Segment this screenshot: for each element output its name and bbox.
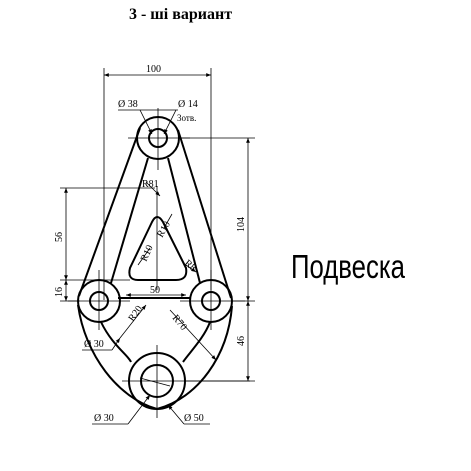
dimension-lines — [60, 68, 255, 425]
triangle-cutout — [128, 216, 188, 281]
dim-46: 46 — [236, 336, 247, 346]
dim-16: 16 — [54, 287, 65, 297]
dim-r70: R70 — [170, 313, 189, 333]
inner-lower-arc — [100, 321, 132, 363]
inner-right-arm — [167, 157, 201, 284]
dim-dia-38: Ø 38 — [118, 99, 138, 110]
dim-r20: R20 — [126, 304, 145, 324]
inner-left-arm — [110, 157, 149, 284]
centerlines — [68, 108, 250, 418]
sheet-title: 3 - ші вариант — [128, 6, 233, 23]
dim-104: 104 — [236, 217, 247, 232]
outer-lower-right-arc — [156, 305, 233, 410]
dim-dia-14: Ø 14 — [178, 99, 198, 110]
dim-100: 100 — [146, 64, 161, 75]
dim-dia-30-bottom: Ø 30 — [94, 413, 114, 424]
dim-50: 50 — [150, 285, 160, 296]
dim-dia-50: Ø 50 — [184, 413, 204, 424]
dim-r81: R81 — [142, 179, 159, 190]
part-name-label: Подвеска — [291, 248, 405, 285]
outer-right-arm — [177, 129, 232, 299]
dim-56: 56 — [54, 232, 65, 242]
inner-lower-arc-2 — [182, 321, 211, 363]
outer-left-arm — [78, 127, 141, 297]
part-outline — [77, 116, 233, 410]
dim-holes-note: 3отв. — [177, 113, 196, 123]
dim-dia-30-left: Ø 30 — [84, 339, 104, 350]
